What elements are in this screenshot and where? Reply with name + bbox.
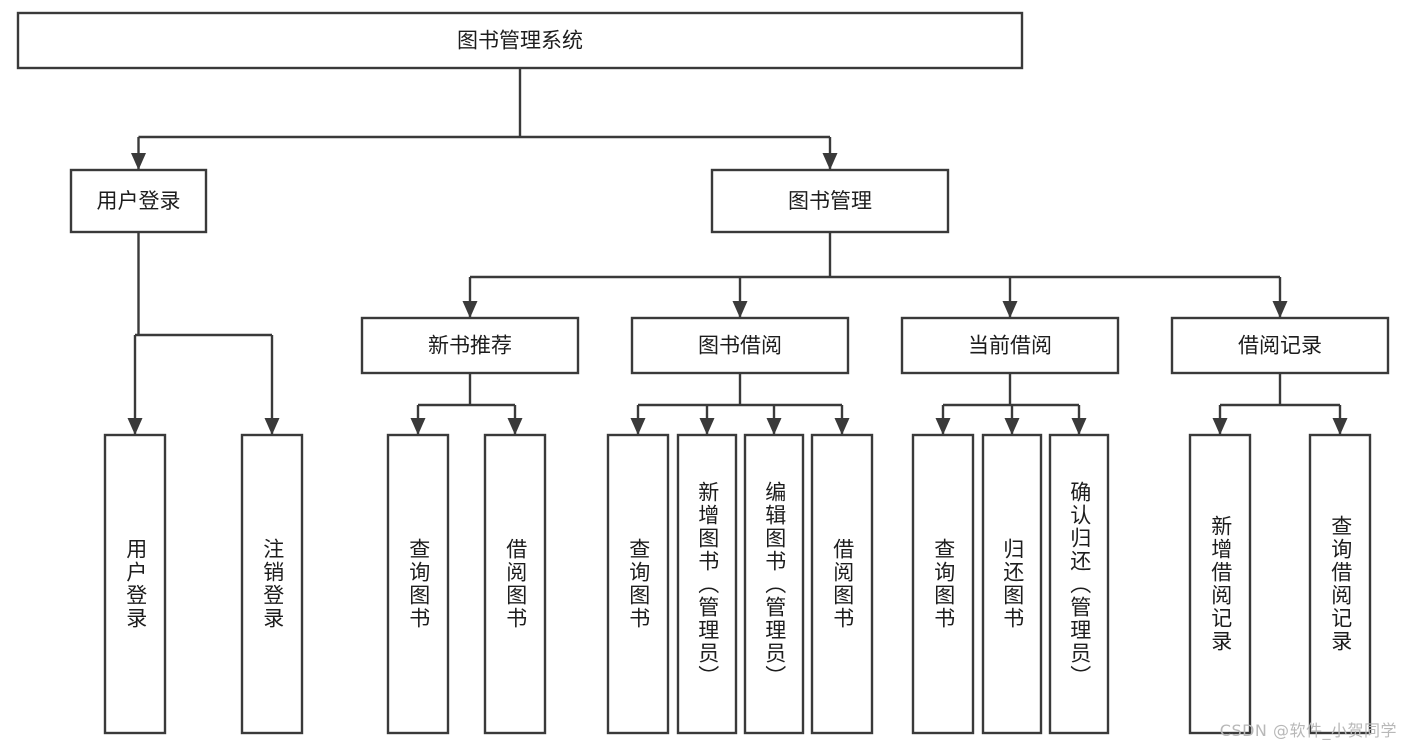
- node-label-level3-0: 新书推荐: [428, 334, 512, 358]
- leaf-box-5[interactable]: [676, 433, 738, 735]
- node-label-level2-0: 用户登录: [97, 189, 181, 213]
- node-label-root: 图书管理系统: [457, 29, 583, 53]
- arrow-head-icon: [1212, 418, 1228, 435]
- leaf-box-3[interactable]: [483, 433, 547, 735]
- arrow-head-icon: [264, 418, 280, 435]
- node-box-user-login[interactable]: [69, 168, 208, 234]
- arrow-head-icon: [834, 418, 850, 435]
- leaf-box-7[interactable]: [810, 433, 874, 735]
- connector-lines: [133, 68, 1342, 435]
- node-box-level3-1[interactable]: [630, 316, 850, 375]
- node-box-level3-2[interactable]: [900, 316, 1120, 375]
- arrow-head-icon: [1071, 418, 1087, 435]
- leaf-box-11[interactable]: [1188, 433, 1252, 735]
- arrow-heads: [127, 153, 1348, 435]
- node-box-level3-3[interactable]: [1170, 316, 1390, 375]
- arrow-head-icon: [1004, 418, 1020, 435]
- arrow-head-icon: [127, 418, 143, 435]
- leaf-box-1[interactable]: [240, 433, 304, 735]
- node-box-level3-0[interactable]: [360, 316, 580, 375]
- leaf-box-6[interactable]: [743, 433, 805, 735]
- csdn-watermark: CSDN @软件_小贺同学: [1219, 721, 1397, 740]
- arrow-head-icon: [822, 153, 838, 170]
- node-boxes: [16, 11, 1390, 735]
- arrow-head-icon: [766, 418, 782, 435]
- arrow-head-icon: [1272, 301, 1288, 318]
- arrow-head-icon: [410, 418, 426, 435]
- arrow-head-icon: [1002, 301, 1018, 318]
- leaf-box-0[interactable]: [103, 433, 167, 735]
- arrow-head-icon: [732, 301, 748, 318]
- arrow-head-icon: [131, 153, 146, 170]
- arrow-head-icon: [935, 418, 951, 435]
- arrow-head-icon: [462, 301, 478, 318]
- node-box-book-management[interactable]: [710, 168, 950, 234]
- node-box-root[interactable]: [16, 11, 1024, 70]
- leaf-box-4[interactable]: [606, 433, 670, 735]
- node-label-level3-1: 图书借阅: [698, 334, 782, 358]
- arrow-head-icon: [507, 418, 523, 435]
- arrow-head-icon: [699, 418, 715, 435]
- node-label-level2-1: 图书管理: [788, 189, 872, 213]
- arrow-head-icon: [630, 418, 646, 435]
- leaf-box-10[interactable]: [1048, 433, 1110, 735]
- leaf-box-2[interactable]: [386, 433, 450, 735]
- leaf-box-9[interactable]: [981, 433, 1043, 735]
- arrow-head-icon: [1332, 418, 1348, 435]
- leaf-box-8[interactable]: [911, 433, 975, 735]
- node-label-level3-3: 借阅记录: [1238, 334, 1322, 358]
- node-label-level3-2: 当前借阅: [968, 334, 1052, 358]
- leaf-box-12[interactable]: [1308, 433, 1372, 735]
